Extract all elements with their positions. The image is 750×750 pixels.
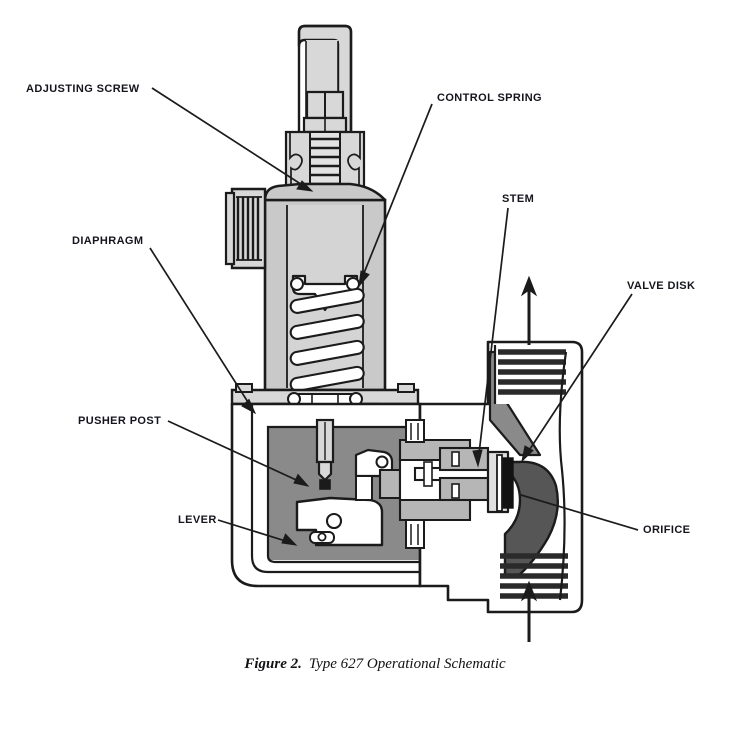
leader-arrowhead-pusher-post [293, 473, 310, 487]
outlet-flow-arrow [520, 275, 538, 345]
callout-label-pusher-post: PUSHER POST [78, 415, 161, 427]
leader-line-orifice [520, 494, 639, 531]
leader-line-stem [477, 207, 509, 463]
leader-arrowhead-stem [472, 449, 483, 468]
leader-arrowhead-valve-disk [521, 445, 534, 463]
leader-arrowhead-adjusting-screw [296, 180, 314, 192]
control-spring-coil [289, 287, 365, 392]
spring-case-assembly [224, 24, 420, 428]
callout-lever: LEVER [178, 514, 298, 546]
inlet-flow-arrow [520, 580, 538, 642]
outlet-thread [493, 345, 568, 404]
callout-label-orifice: ORIFICE [643, 524, 690, 536]
callout-layer: ADJUSTING SCREW CONTROL SPRING STEM VALV… [26, 83, 695, 546]
leader-line-lever [217, 519, 293, 544]
leader-arrowhead-control-spring [358, 270, 370, 288]
leader-arrowhead-lever [281, 533, 298, 546]
caption-title: Type 627 Operational Schematic [308, 656, 506, 672]
leader-line-pusher-post [167, 420, 306, 485]
leader-line-control-spring [359, 103, 433, 284]
flow-arrows [520, 275, 538, 642]
callout-pusher-post: PUSHER POST [78, 415, 310, 487]
leader-line-diaphragm [149, 247, 254, 411]
callout-label-valve-disk: VALVE DISK [627, 280, 695, 292]
callout-valve-disk: VALVE DISK [521, 280, 695, 463]
valve-disk [496, 454, 514, 512]
figure-caption: Figure 2. Type 627 Operational Schematic [0, 655, 750, 673]
callout-label-lever: LEVER [178, 514, 217, 526]
callout-label-control-spring: CONTROL SPRING [437, 92, 542, 104]
callout-label-adjusting-screw: ADJUSTING SCREW [26, 83, 140, 95]
callout-control-spring: CONTROL SPRING [358, 92, 542, 288]
leader-arrowhead-diaphragm [241, 398, 257, 415]
pusher-post [315, 418, 335, 490]
callout-label-stem: STEM [502, 193, 534, 205]
caption-line: Figure 2. Type 627 Operational Schematic [244, 656, 505, 672]
leader-line-valve-disk [523, 293, 633, 459]
valve-trim-assembly [398, 419, 514, 549]
callout-label-diaphragm: DIAPHRAGM [72, 235, 143, 247]
callout-orifice: ORIFICE [520, 494, 690, 536]
callout-adjusting-screw: ADJUSTING SCREW [26, 83, 314, 192]
caption-number: Figure 2. [244, 656, 302, 672]
callout-stem: STEM [472, 193, 534, 468]
leader-line-adjusting-screw [151, 87, 311, 191]
callout-diaphragm: DIAPHRAGM [72, 235, 257, 415]
vent-port [224, 187, 267, 270]
hex-lock-nut [302, 90, 348, 134]
